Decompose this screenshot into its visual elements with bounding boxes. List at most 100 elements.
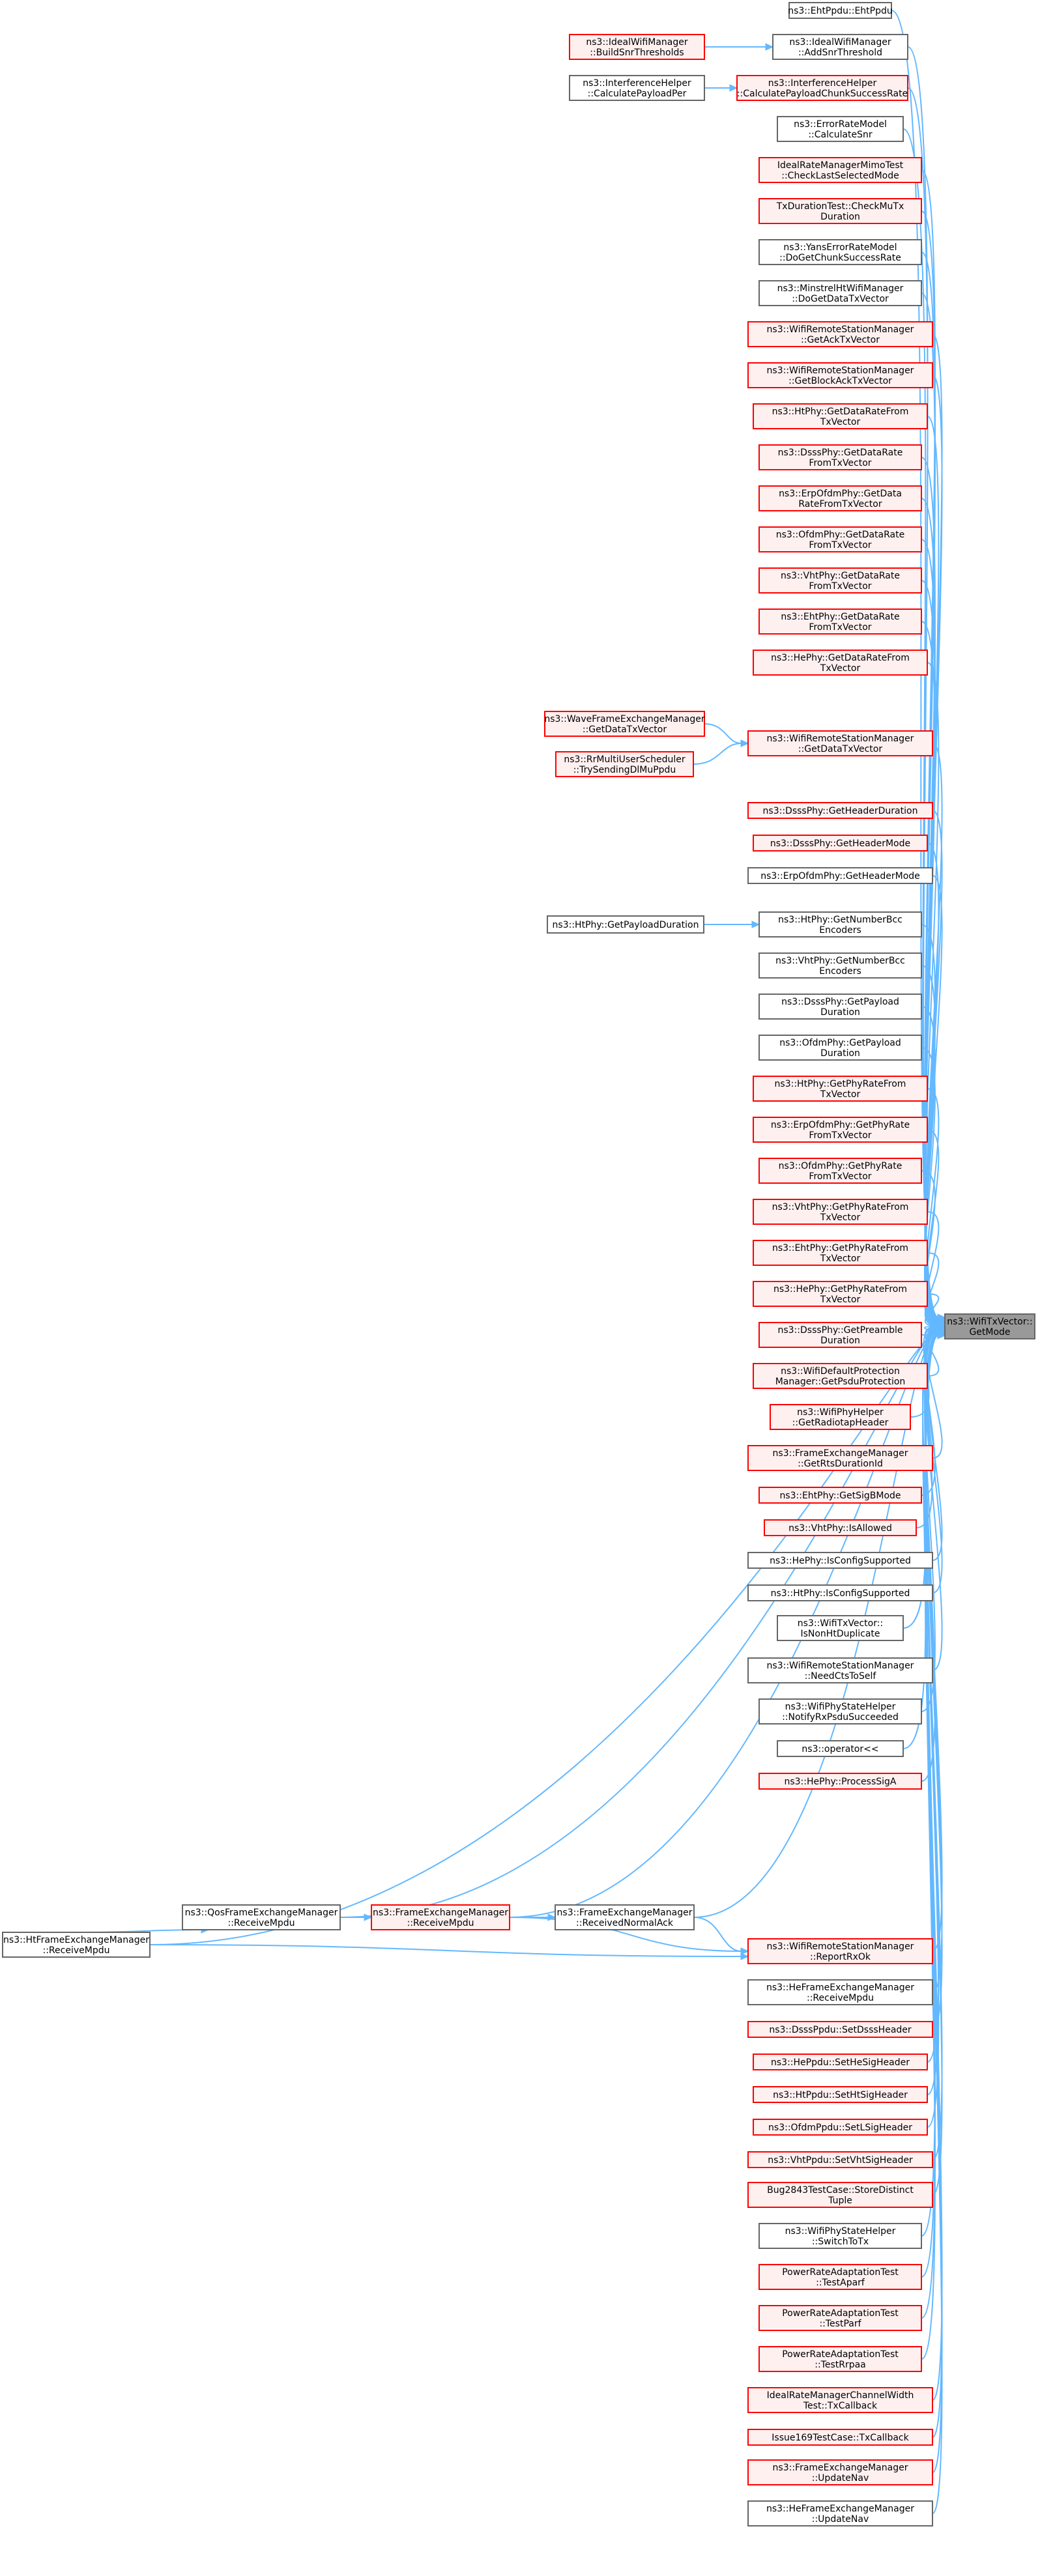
function-node[interactable]: ns3::WifiPhyStateHelper::SwitchToTx — [758, 2223, 922, 2249]
node-label: ns3::OfdmPpdu::SetLSigHeader — [768, 2123, 912, 2133]
node-box — [753, 1240, 928, 1266]
function-node[interactable]: ns3::WifiRemoteStationManager::GetAckTxV… — [747, 321, 933, 347]
function-node[interactable]: ns3::WifiPhyStateHelper::NotifyRxPsduSuc… — [758, 1698, 922, 1724]
function-node[interactable]: ns3::IdealWifiManager::AddSnrThreshold — [772, 34, 908, 60]
function-node[interactable]: ns3::FrameExchangeManager::ReceiveMpdu — [371, 1904, 510, 1930]
function-node[interactable]: ns3::WifiRemoteStationManager::ReportRxO… — [747, 1938, 933, 1964]
function-node[interactable]: ns3::ErpOfdmPhy::GetHeaderMode — [747, 867, 933, 884]
edge-n47-to-n49 — [693, 1917, 742, 1952]
function-node[interactable]: ns3::FrameExchangeManager::ReceivedNorma… — [555, 1904, 695, 1930]
node-label: PowerRateAdaptationTest — [782, 2349, 899, 2360]
function-node[interactable]: ns3::WaveFrameExchangeManager::GetDataTx… — [544, 711, 705, 737]
function-node[interactable]: ns3::YansErrorRateModel::DoGetChunkSucce… — [758, 239, 922, 265]
function-node[interactable]: ns3::DsssPhy::GetPayloadDuration — [758, 994, 922, 1020]
function-node[interactable]: ns3::HePhy::ProcessSigA — [758, 1773, 922, 1790]
node-label: ::UpdateNav — [812, 2473, 869, 2483]
function-node[interactable]: ns3::HePhy::IsConfigSupported — [747, 1552, 933, 1569]
node-label: ns3::ErpOfdmPhy::GetData — [779, 489, 902, 499]
node-label: ::TestAparf — [816, 2278, 865, 2288]
node-label: ns3::HtPhy::IsConfigSupported — [771, 1588, 910, 1599]
function-node[interactable]: ns3::RrMultiUserScheduler::TrySendingDlM… — [555, 751, 694, 777]
function-node[interactable]: ns3::DsssPhy::GetHeaderDuration — [747, 802, 933, 819]
node-label: ::NotifyRxPsduSucceeded — [782, 1712, 899, 1723]
function-node[interactable]: ns3::InterferenceHelper::CalculatePayloa… — [736, 75, 908, 101]
function-node[interactable]: IdealRateManagerChannelWidthTest::TxCall… — [747, 2387, 933, 2413]
function-node[interactable]: ns3::HeFrameExchangeManager::ReceiveMpdu — [747, 1979, 933, 2005]
function-node[interactable]: ns3::WifiRemoteStationManager::NeedCtsTo… — [747, 1657, 933, 1683]
node-label: ns3::HtPhy::GetPayloadDuration — [553, 920, 699, 930]
node-box — [758, 1487, 922, 1504]
function-node[interactable]: Issue169TestCase::TxCallback — [747, 2429, 933, 2446]
node-box — [753, 1363, 928, 1389]
function-node[interactable]: ns3::VhtPpdu::SetVhtSigHeader — [747, 2151, 933, 2168]
function-node[interactable]: ns3::WifiTxVector::IsNonHtDuplicate — [777, 1615, 904, 1641]
function-node[interactable]: ns3::WifiRemoteStationManager::GetBlockA… — [747, 362, 933, 388]
function-node[interactable]: IdealRateManagerMimoTest::CheckLastSelec… — [758, 157, 922, 183]
function-node[interactable]: ns3::ErrorRateModel::CalculateSnr — [777, 116, 904, 142]
node-label: Issue169TestCase::TxCallback — [772, 2433, 909, 2443]
function-node[interactable]: PowerRateAdaptationTest::TestAparf — [758, 2264, 922, 2290]
node-box — [547, 915, 704, 934]
function-node[interactable]: ns3::DsssPhy::GetHeaderMode — [753, 835, 928, 852]
node-label: Duration — [820, 1007, 860, 1018]
node-box — [753, 1281, 928, 1307]
function-node[interactable]: ns3::VhtPhy::IsAllowed — [764, 1519, 917, 1536]
function-node[interactable]: ns3::HtPhy::GetPayloadDuration — [547, 915, 704, 934]
function-node[interactable]: ns3::MinstrelHtWifiManager::DoGetDataTxV… — [758, 280, 922, 306]
nodes-layer: ns3::EhtPpdu::EhtPpduns3::IdealWifiManag… — [2, 2, 1035, 2526]
node-box — [758, 1322, 922, 1348]
arrowhead-n47-n49 — [740, 1947, 749, 1955]
function-node[interactable]: ns3::WifiPhyHelper::GetRadiotapHeader — [770, 1404, 911, 1430]
node-box — [758, 567, 922, 594]
node-label: ns3::InterferenceHelper — [768, 78, 877, 89]
node-label: ns3::HtFrameExchangeManager — [3, 1935, 149, 1945]
function-node[interactable]: ns3::WifiRemoteStationManager::GetDataTx… — [747, 730, 933, 756]
node-label: ::UpdateNav — [812, 2514, 869, 2525]
function-node[interactable]: PowerRateAdaptationTest::TestRrpaa — [758, 2346, 922, 2372]
function-node[interactable]: ns3::IdealWifiManager::BuildSnrThreshold… — [569, 34, 705, 60]
node-label: ns3::WifiPhyStateHelper — [785, 1702, 896, 1712]
function-node[interactable]: ns3::OfdmPpdu::SetLSigHeader — [753, 2119, 928, 2136]
node-label: IdealRateManagerMimoTest — [777, 160, 904, 171]
function-node[interactable]: ns3::HtPpdu::SetHtSigHeader — [753, 2086, 928, 2103]
function-node[interactable]: ns3::EhtPhy::GetSigBMode — [758, 1487, 922, 1504]
function-node[interactable]: ns3::FrameExchangeManager::GetRtsDuratio… — [747, 1445, 933, 1471]
function-node[interactable]: ns3::OfdmPhy::GetPayloadDuration — [758, 1035, 922, 1061]
function-node[interactable]: ns3::InterferenceHelper::CalculatePayloa… — [569, 75, 705, 101]
function-node[interactable]: ns3::HtPhy::IsConfigSupported — [747, 1584, 933, 1601]
function-node[interactable]: ns3::HePpdu::SetHeSigHeader — [753, 2054, 928, 2070]
node-box — [758, 1035, 922, 1061]
function-node[interactable]: ns3::HeFrameExchangeManager::UpdateNav — [747, 2500, 933, 2526]
function-node[interactable]: PowerRateAdaptationTest::TestParf — [758, 2305, 922, 2331]
target-node[interactable]: ns3::WifiTxVector::GetMode — [944, 1313, 1035, 1339]
function-node[interactable]: ns3::FrameExchangeManager::UpdateNav — [747, 2459, 933, 2485]
node-label: ::GetRtsDurationId — [798, 1459, 883, 1469]
function-node[interactable]: ns3::EhtPpdu::EhtPpdu — [788, 2, 893, 19]
function-node[interactable]: ns3::DsssPpdu::SetDsssHeader — [747, 2021, 933, 2038]
function-node[interactable]: ns3::HtFrameExchangeManager::ReceiveMpdu — [2, 1932, 151, 1958]
function-node[interactable]: ns3::QosFrameExchangeManager::ReceiveMpd… — [182, 1904, 341, 1930]
function-node[interactable]: ns3::operator<< — [777, 1740, 904, 1757]
node-label: TxVector — [820, 663, 861, 674]
node-label: ::ReceiveMpdu — [407, 1918, 474, 1928]
function-node[interactable]: ns3::WifiDefaultProtectionManager::GetPs… — [753, 1363, 928, 1389]
node-label: ns3::OfdmPhy::GetDataRate — [776, 530, 904, 540]
